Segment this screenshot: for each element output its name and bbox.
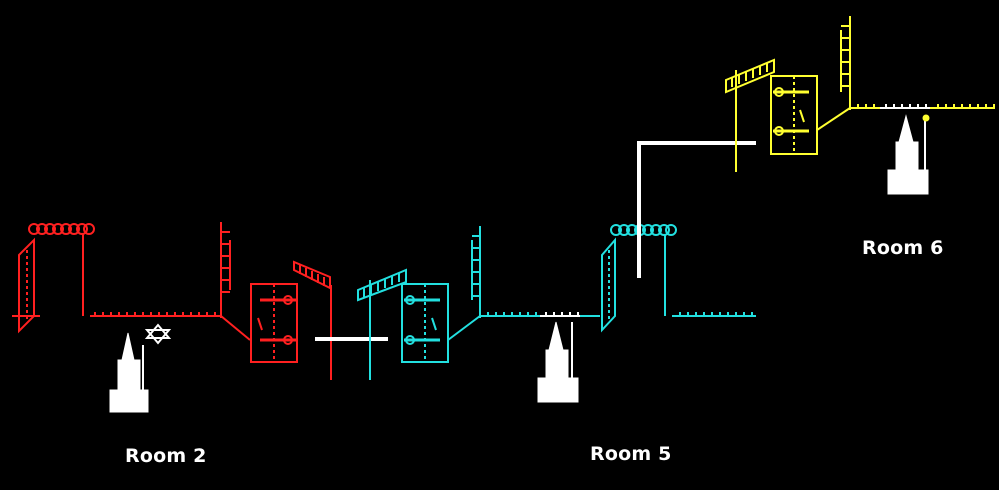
room-label-2: Room 2: [125, 445, 207, 467]
coil-decoration: [610, 224, 677, 236]
wizard-icon: [537, 321, 579, 403]
wizard-icon: [109, 332, 149, 413]
room-label-6: Room 6: [862, 237, 944, 259]
wizard-icon: [887, 114, 930, 195]
room-5-walls: [357, 224, 756, 380]
window-icon: [12, 237, 40, 334]
room-label-5: Room 5: [590, 443, 672, 465]
window-icon: [357, 268, 407, 302]
room-6-floor-white: [880, 104, 930, 109]
connector-line: [637, 141, 756, 278]
door-icon: [250, 283, 298, 363]
door-icon: [770, 75, 818, 155]
room-6-walls: [725, 16, 995, 172]
window-icon: [293, 260, 331, 290]
window-icon: [725, 58, 775, 94]
room-2-walls: [12, 222, 332, 380]
star-of-david-flag-icon: [144, 323, 172, 345]
coil-decoration: [28, 223, 95, 235]
room-5-floor-white: [540, 312, 580, 317]
window-icon: [601, 237, 616, 333]
door-icon: [401, 283, 449, 363]
